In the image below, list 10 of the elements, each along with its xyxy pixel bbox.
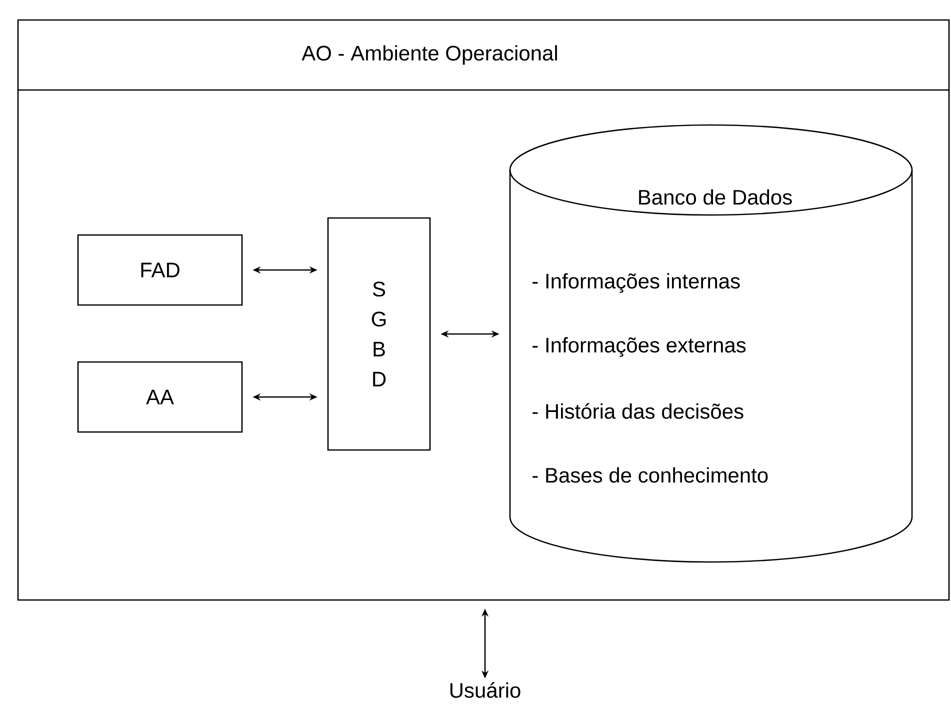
database-title: Banco de Dados <box>639 189 792 205</box>
list-item: - Informações internas <box>532 273 740 293</box>
process-box: S G B D <box>327 217 431 451</box>
list-item: - História das decisões <box>532 403 744 419</box>
process-box: AA <box>77 361 243 433</box>
panel-title: AO - Ambiente Operacional <box>302 45 557 65</box>
user-label: Usuário <box>450 682 520 698</box>
process-box: FAD <box>77 234 243 306</box>
list-item: - Informações externas <box>532 337 746 357</box>
list-item: - Bases de conhecimento <box>532 467 768 483</box>
